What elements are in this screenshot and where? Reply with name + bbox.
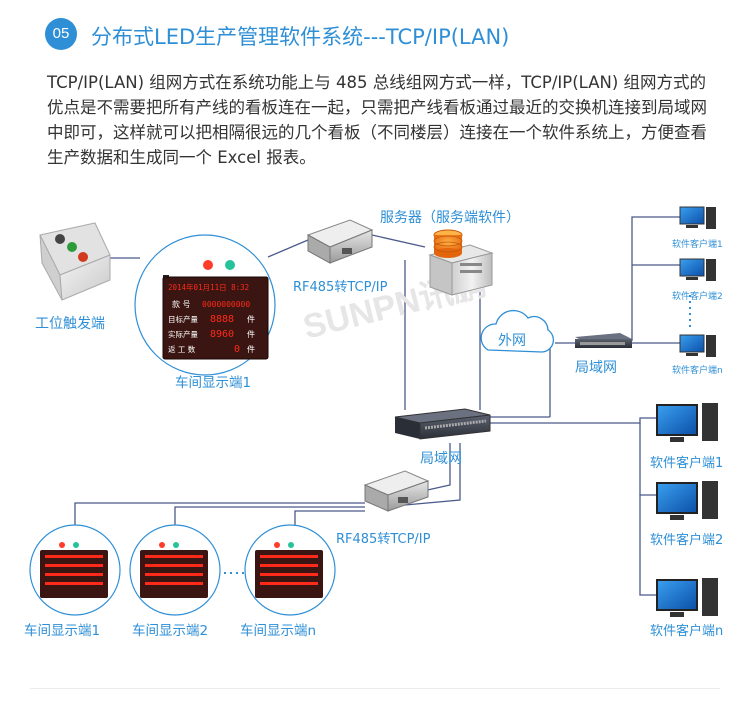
board-main-row2-label: 目标产量 — [168, 314, 198, 324]
button-black-icon — [55, 234, 65, 244]
board-bottom-2-label: 车间显示端2 — [132, 622, 208, 639]
client-large-2 — [656, 481, 718, 520]
board-bottom-2 — [129, 524, 221, 616]
board-main-row3-unit: 件 — [247, 329, 255, 339]
converter-top-device — [306, 219, 374, 264]
alarm-lamp-red-icon — [203, 260, 213, 270]
server-device — [428, 229, 494, 296]
board-main-label: 车间显示端1 — [175, 374, 251, 391]
client-small-1 — [679, 206, 716, 229]
section-number-badge: 05 — [45, 18, 77, 50]
client-large-2-label: 软件客户端2 — [650, 532, 723, 548]
intro-paragraph: TCP/IP(LAN) 组网方式在系统功能上与 485 总线组网方式一样，TCP… — [47, 73, 707, 167]
client-large-n-label: 软件客户端n — [650, 623, 723, 639]
client-large-1 — [656, 403, 718, 442]
lan-switch-center-device — [394, 408, 491, 440]
lan-switch-right-device — [575, 333, 632, 348]
board-main-row3-label: 实际产量 — [168, 329, 198, 339]
bottom-divider — [30, 688, 720, 689]
button-green-icon — [67, 242, 77, 252]
client-large-1-label: 软件客户端1 — [650, 455, 723, 471]
board-main-row3-value: 8960 — [210, 329, 234, 340]
cloud-icon — [480, 309, 555, 353]
button-red-icon — [78, 252, 88, 262]
board-bottom-1 — [29, 524, 121, 616]
board-bottom-1-label: 车间显示端1 — [24, 622, 100, 639]
client-small-2 — [679, 258, 716, 281]
converter-bottom-device — [363, 470, 430, 512]
board-main-date: 2014年01月11日 8:32 — [168, 282, 249, 292]
lan-switch-right-label: 局域网 — [575, 360, 617, 376]
board-main-row4-value: 0 — [234, 344, 240, 355]
internet-label: 外网 — [498, 333, 526, 349]
workstation-trigger-label: 工位触发端 — [35, 316, 105, 332]
converter-bottom-label: RF485转TCP/IP — [336, 532, 431, 547]
converter-top-label: RF485转TCP/IP — [293, 280, 388, 295]
network-diagram: 工位触发端 2014年01月11日 8:32 款 号 0000000000 目标… — [24, 206, 723, 639]
client-small-1-label: 软件客户端1 — [672, 238, 723, 250]
board-main: 2014年01月11日 8:32 款 号 0000000000 目标产量 888… — [134, 234, 276, 376]
database-icon — [433, 229, 463, 258]
board-main-row2-value: 8888 — [210, 314, 234, 325]
board-main-row1-label: 款 号 — [172, 299, 191, 309]
section-title: 分布式LED生产管理软件系统---TCP/IP(LAN) — [91, 25, 510, 49]
converter-port-icon — [398, 497, 408, 503]
board-main-row1-value: 0000000000 — [202, 300, 250, 309]
server-label: 服务器（服务端软件） — [380, 210, 520, 226]
client-small-n — [679, 334, 716, 357]
lan-switch-center-label: 局域网 — [420, 451, 462, 467]
client-large-n — [656, 578, 718, 617]
board-bottom-n — [244, 524, 336, 616]
alarm-lamp-green-icon — [225, 260, 235, 270]
board-main-row2-unit: 件 — [247, 314, 255, 324]
client-small-2-label: 软件客户端2 — [672, 290, 723, 302]
connection-lines — [74, 216, 680, 596]
workstation-trigger-device — [39, 222, 111, 301]
board-main-row4-unit: 件 — [247, 344, 255, 354]
section-header: 05 分布式LED生产管理软件系统---TCP/IP(LAN) — [45, 18, 725, 52]
board-bottom-n-label: 车间显示端n — [240, 622, 316, 639]
client-small-n-label: 软件客户端n — [672, 364, 723, 376]
converter-port-icon — [342, 248, 352, 254]
board-main-row4-label: 返 工 数 — [168, 344, 196, 354]
